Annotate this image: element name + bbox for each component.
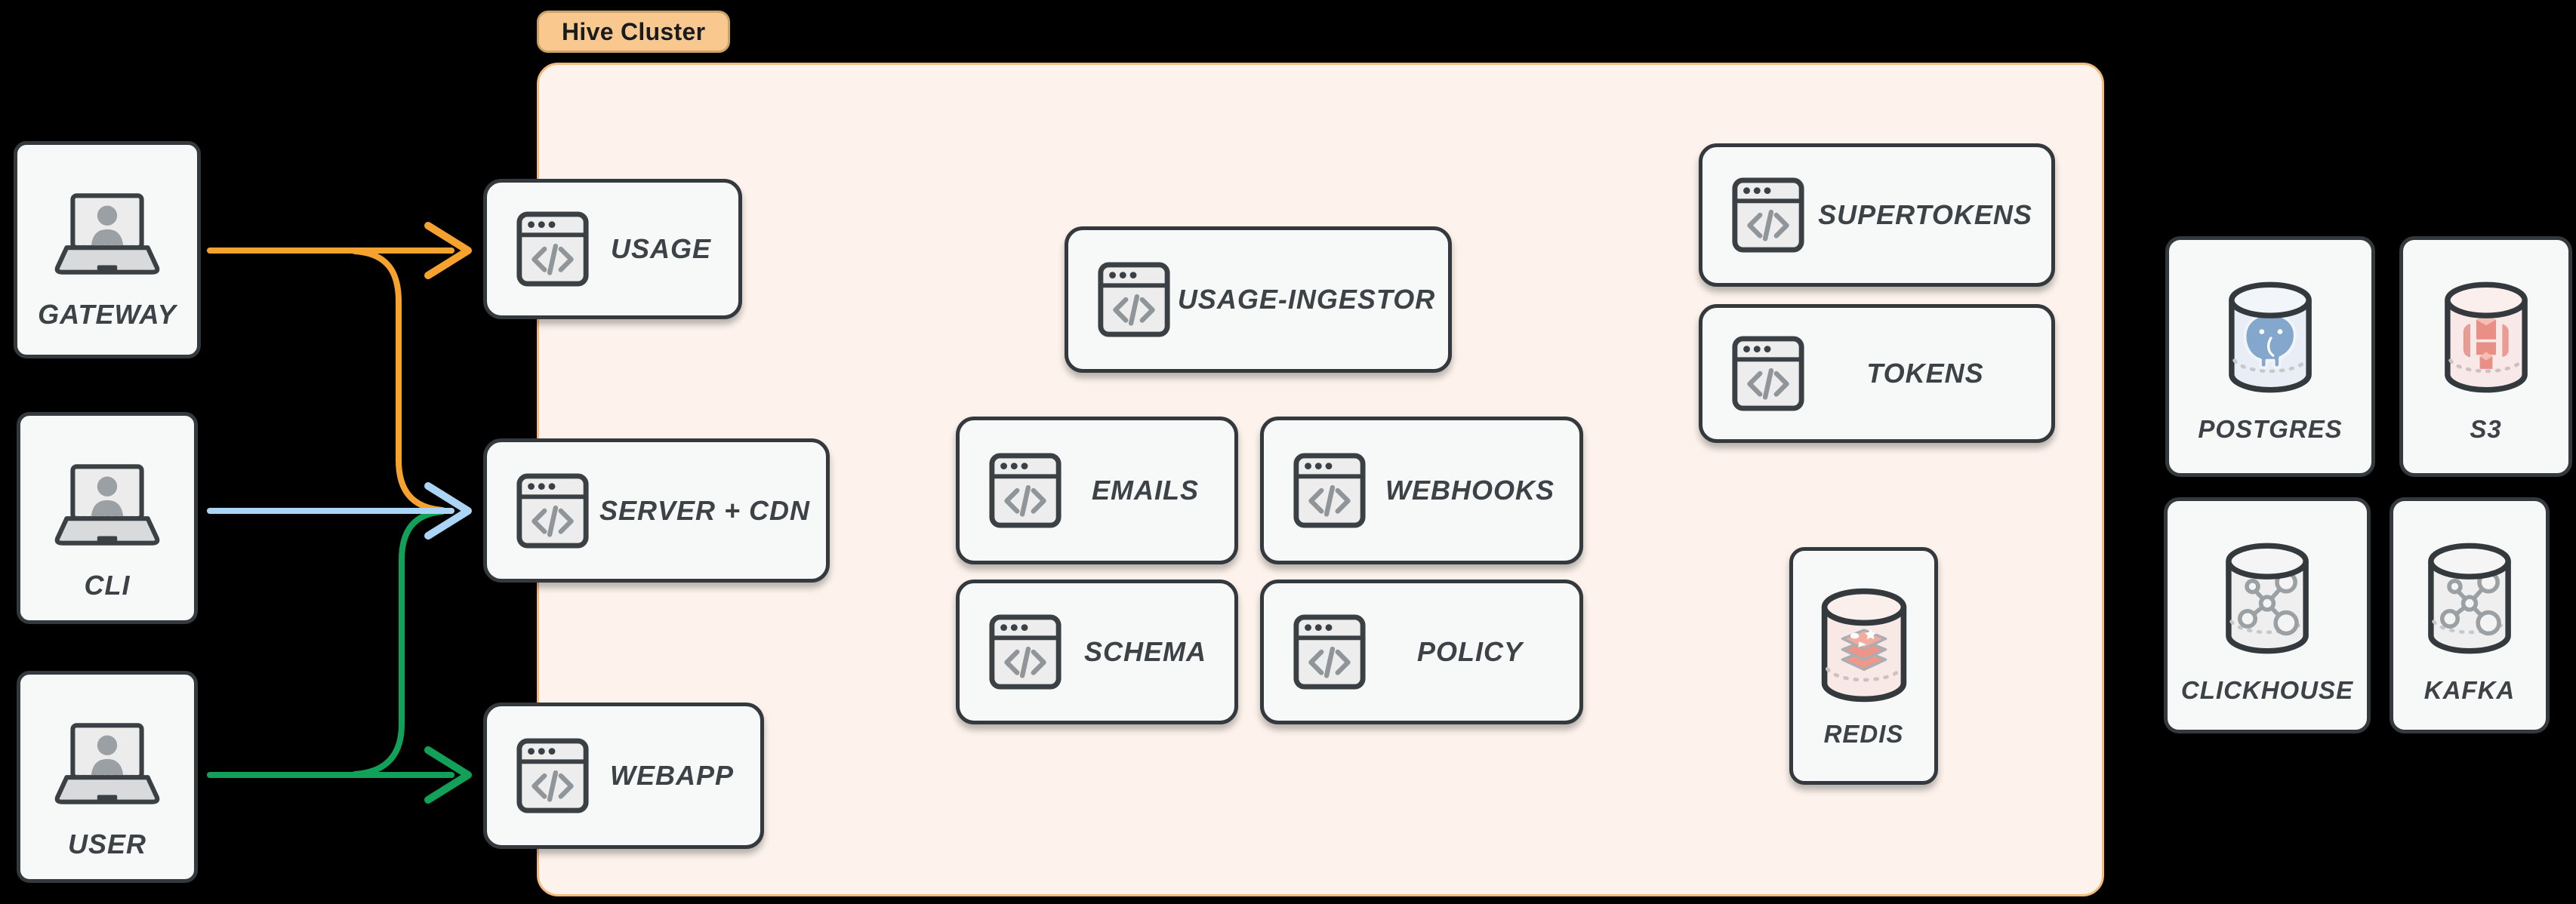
actor-user[interactable]: USER (17, 671, 198, 883)
service-tokens[interactable]: TOKENS (1699, 304, 2055, 443)
datastore-label: POSTGRES (2198, 415, 2343, 443)
datastore-s3[interactable]: S3 (2399, 236, 2572, 477)
cache-redis[interactable]: REDIS (1789, 547, 1938, 785)
code-window-icon (1728, 335, 1808, 412)
code-window-icon (1728, 177, 1808, 254)
code-window-icon (1290, 613, 1370, 690)
service-webapp[interactable]: WEBAPP (483, 703, 764, 849)
actor-label: USER (67, 829, 147, 859)
code-window-icon (985, 452, 1065, 529)
service-label: USAGE (610, 233, 712, 264)
hive-cluster-label-text: Hive Cluster (562, 17, 706, 45)
laptop-user-icon (50, 463, 165, 549)
service-label: WEBHOOKS (1385, 475, 1555, 506)
molecule-cylinder-icon (2416, 539, 2523, 658)
service-label: SUPERTOKENS (1818, 199, 2032, 230)
datastore-kafka[interactable]: KAFKA (2390, 497, 2550, 733)
cache-label: REDIS (1823, 720, 1904, 748)
datastore-label: KAFKA (2423, 676, 2516, 704)
service-label: WEBAPP (609, 760, 734, 791)
service-webhooks[interactable]: WEBHOOKS (1260, 417, 1583, 564)
datastore-postgres[interactable]: POSTGRES (2165, 236, 2375, 477)
service-label: TOKENS (1866, 358, 1984, 389)
service-policy[interactable]: POLICY (1260, 580, 1583, 724)
arrowhead-webapp (424, 746, 472, 804)
postgres-cylinder-icon (2217, 278, 2324, 397)
service-label: SCHEMA (1083, 636, 1206, 667)
datastore-label: S3 (2470, 415, 2502, 443)
laptop-user-icon (50, 721, 165, 807)
laptop-user-icon (50, 192, 165, 278)
code-window-icon (513, 211, 593, 287)
service-server-cdn[interactable]: SERVER + CDN (483, 438, 830, 583)
service-label: USAGE-INGESTOR (1177, 284, 1436, 315)
arrow-gateway-servercdn (352, 248, 445, 513)
service-usage-ingestor[interactable]: USAGE-INGESTOR (1065, 226, 1452, 373)
code-window-icon (1094, 261, 1174, 338)
service-label: POLICY (1416, 636, 1523, 667)
service-usage[interactable]: USAGE (483, 179, 742, 319)
service-emails[interactable]: EMAILS (956, 417, 1238, 564)
molecule-cylinder-icon (2214, 539, 2321, 658)
service-label: SERVER + CDN (599, 494, 811, 526)
datastore-clickhouse[interactable]: CLICKHOUSE (2164, 497, 2371, 733)
redis-cylinder-icon (1809, 584, 1919, 706)
hive-cluster-label: Hive Cluster (537, 11, 731, 53)
code-window-icon (1290, 452, 1370, 529)
arrow-user-servercdn (352, 509, 445, 777)
actor-label: GATEWAY (38, 299, 177, 330)
actor-cli[interactable]: CLI (17, 412, 198, 624)
code-window-icon (985, 613, 1065, 690)
service-supertokens[interactable]: SUPERTOKENS (1699, 143, 2055, 287)
code-window-icon (513, 737, 593, 814)
service-label: EMAILS (1091, 475, 1199, 506)
arrowhead-servercdn (424, 482, 472, 540)
arrowhead-usage (424, 222, 472, 279)
datastore-label: CLICKHOUSE (2180, 676, 2354, 704)
actor-label: CLI (84, 570, 131, 601)
s3-cylinder-icon (2433, 278, 2540, 397)
service-schema[interactable]: SCHEMA (956, 580, 1238, 724)
actor-gateway[interactable]: GATEWAY (14, 141, 201, 358)
code-window-icon (513, 472, 593, 549)
